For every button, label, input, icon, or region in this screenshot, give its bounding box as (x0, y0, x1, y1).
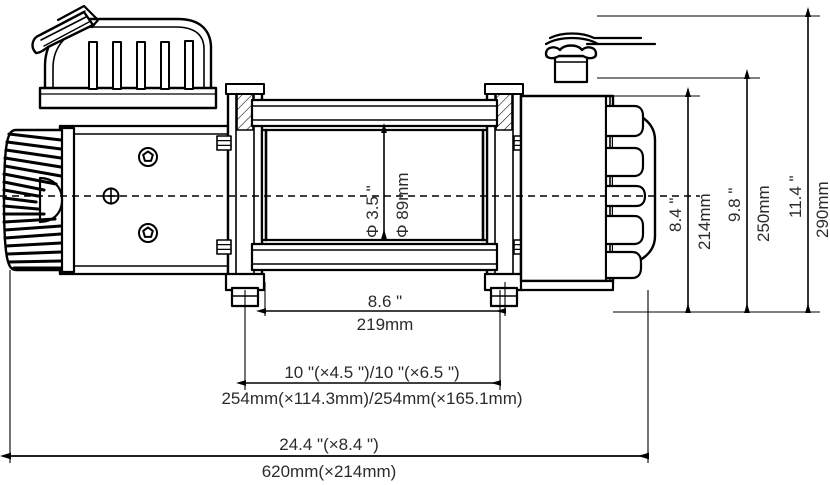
finned-motor-end-cap (2, 126, 76, 274)
height-a-inch-label: 8.4 " (666, 198, 685, 232)
overall-length-inch-label: 24.4 "(×8.4 ") (279, 435, 379, 454)
mount-pattern-mm-label: 254mm(×114.3mm)/254mm(×165.1mm) (221, 389, 522, 408)
overall-length-mm-label: 620mm(×214mm) (262, 462, 397, 481)
clutch-lever-knob[interactable] (544, 32, 657, 84)
solenoid-control-box (31, 4, 218, 110)
dimension-mount-pattern (236, 290, 501, 390)
mount-pattern-inch-label: 10 "(×4.5 ")/10 "(×6.5 ") (284, 363, 459, 382)
drum-width-mm-label: 219mm (357, 315, 414, 334)
height-b-mm-label: 250mm (754, 185, 773, 242)
dimension-drum-width (256, 282, 506, 316)
tie-bar-upper (250, 98, 499, 128)
height-c-mm-label: 290mm (813, 181, 830, 238)
dimension-overall-length (0, 270, 649, 463)
height-a-mm-label: 214mm (695, 193, 714, 250)
motor-cover-screw-upper (138, 147, 158, 167)
tie-bar-lower (250, 242, 499, 272)
motor-cover-screw-lower (138, 223, 158, 243)
tie-bolt-lower-left (216, 239, 232, 255)
drum-diameter-inch-label: Φ 3.5 " (363, 185, 382, 238)
height-b-inch-label: 9.8 " (725, 188, 744, 222)
cable-drum (260, 128, 489, 242)
drum-width-inch-label: 8.6 " (368, 292, 402, 311)
planetary-gearbox-housing (519, 94, 657, 292)
tie-bolt-upper-left (216, 135, 232, 151)
height-c-inch-label: 11.4 " (786, 175, 805, 218)
drum-diameter-mm-label: Φ 89mm (393, 172, 412, 238)
